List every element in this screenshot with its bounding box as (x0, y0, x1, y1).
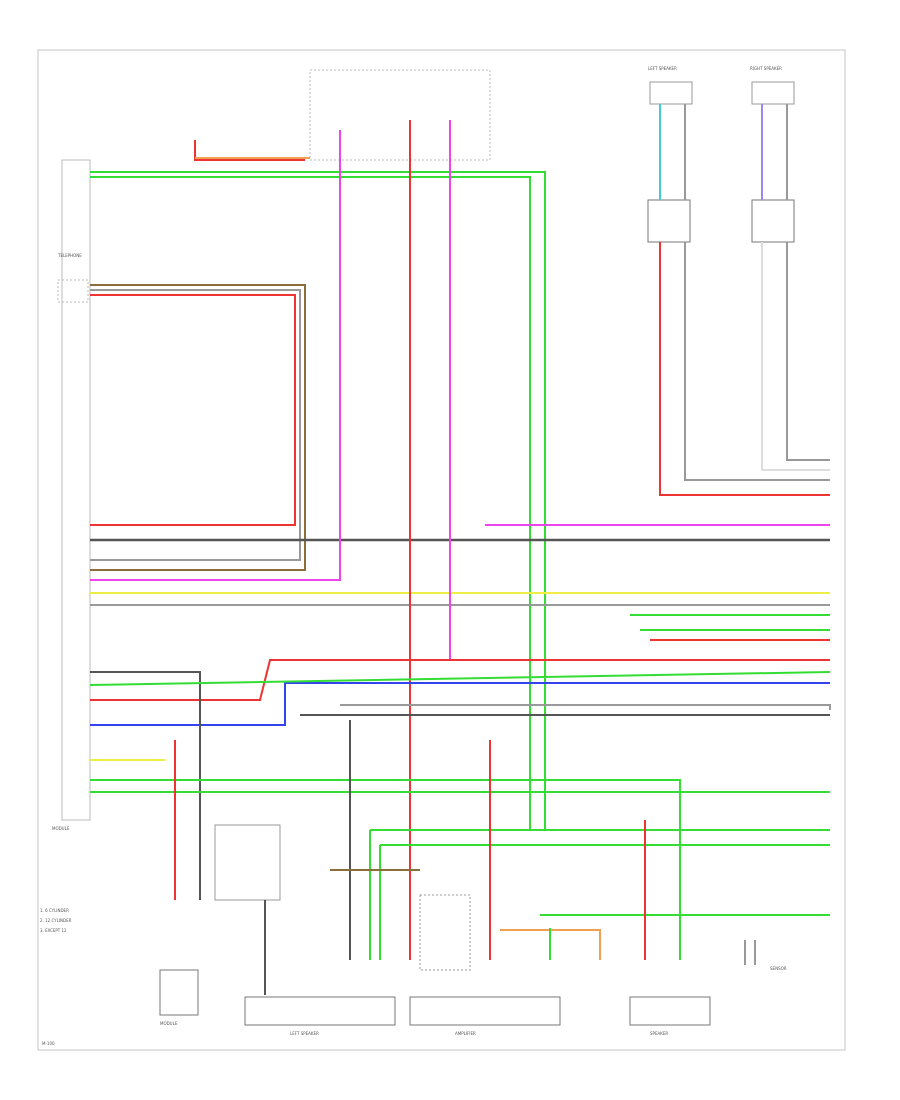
bottom-box-3-label: SPEAKER (650, 1031, 668, 1036)
module-left-body (61, 159, 91, 821)
wire-group (89, 104, 831, 995)
wire-green-3 (89, 671, 831, 686)
bottom-module-left-box (159, 969, 199, 1016)
telephone-label: TELEPHONE (57, 253, 82, 258)
legend-item-2: 2. 12 CYLINDER (40, 918, 72, 923)
speaker-right-label: RIGHT SPEAKER (750, 66, 782, 71)
bottom-box-3 (629, 996, 711, 1026)
bottom-box-2 (409, 996, 561, 1026)
sensor-label: SENSOR (770, 966, 787, 971)
wire-pink-bus (90, 130, 341, 581)
module-left-label: MODULE (52, 826, 70, 831)
wire-speaker-r-down (761, 242, 830, 471)
wire-green-top2 (90, 176, 531, 830)
wire-red-h (90, 659, 830, 701)
corner-ref: M-100 (42, 1041, 55, 1046)
wire-red-1 (90, 294, 296, 526)
wire-blue (90, 682, 830, 726)
top-switch-group (309, 69, 491, 161)
speaker-left-label: LEFT SPEAKER (648, 66, 677, 71)
bottom-box-2-label: AMPLIFIER (455, 1031, 476, 1036)
wire-speaker-l-down (659, 242, 830, 496)
legend-item-3: 3. EXCEPT 12 (40, 928, 67, 933)
legend-item-1: 1. 6 CYLINDER (40, 908, 69, 913)
bottom-box-1-label: LEFT SPEAKER (290, 1031, 319, 1036)
inner-switch-box (419, 894, 471, 971)
wire-dark-2 (90, 671, 201, 900)
bottom-box-1 (244, 996, 396, 1026)
wire-speaker-r-down2 (786, 242, 830, 461)
diagram-frame (37, 49, 846, 1051)
wire-gray-right (340, 704, 831, 710)
relay-box (214, 824, 281, 901)
wire-green-top (90, 171, 546, 830)
speaker-right-switch (751, 199, 795, 243)
speaker-right-module (751, 81, 795, 105)
wire-red-vertical-2 (194, 140, 305, 161)
bottom-module-left-label: MODULE (160, 1021, 178, 1026)
connector-box (57, 279, 89, 303)
speaker-left-switch (647, 199, 691, 243)
wire-brown-1 (90, 284, 306, 571)
speaker-left-module (649, 81, 693, 105)
wire-bottom-4 (500, 929, 601, 960)
wire-speaker-l-down2 (684, 242, 830, 481)
wire-gray-1 (90, 289, 301, 561)
wire-green-mid (90, 779, 681, 960)
